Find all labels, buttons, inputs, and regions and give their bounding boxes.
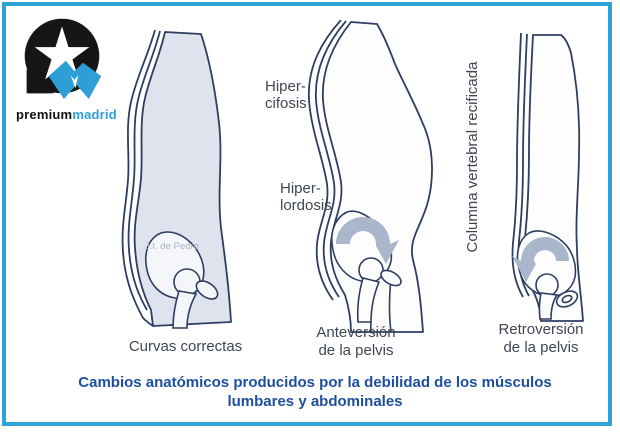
anteversion-arrow-icon	[336, 217, 399, 264]
label-hiperlordosis: Hiper- lordosis	[280, 180, 332, 214]
star-icon	[34, 26, 90, 80]
logo-premium: premium	[16, 107, 73, 122]
label-hipercifosis: Hiper- cifosis	[265, 78, 307, 112]
caption-anteversion: Anteversión de la pelvis	[316, 324, 396, 359]
border-frame	[2, 2, 612, 426]
caption-retroversion: Retroversión de la pelvis	[498, 321, 584, 356]
caption-curvas-correctas: Curvas correctas	[128, 338, 243, 355]
watermark-text: J.I. de Pedro	[145, 241, 199, 252]
pelvis-bones	[145, 231, 219, 329]
logo-wordmark: premiummadrid	[16, 107, 126, 122]
retroversion-arrow-icon	[512, 237, 569, 282]
premiummadrid-logo-icon	[24, 18, 102, 100]
figure-retroversion	[511, 33, 584, 322]
logo-madrid: madrid	[72, 107, 117, 122]
spine-curve-lines	[308, 20, 347, 301]
main-caption: Cambios anatómicos producidos por la deb…	[78, 374, 552, 410]
spine-curve-lines	[121, 29, 161, 327]
figure-curvas-correctas: J.I. de Pedro	[121, 29, 232, 329]
label-columna-vertebral: Columna vertebral recificada	[464, 61, 481, 253]
figure-anteversion	[308, 20, 433, 333]
premiummadrid-logo: premiummadrid	[16, 12, 126, 122]
